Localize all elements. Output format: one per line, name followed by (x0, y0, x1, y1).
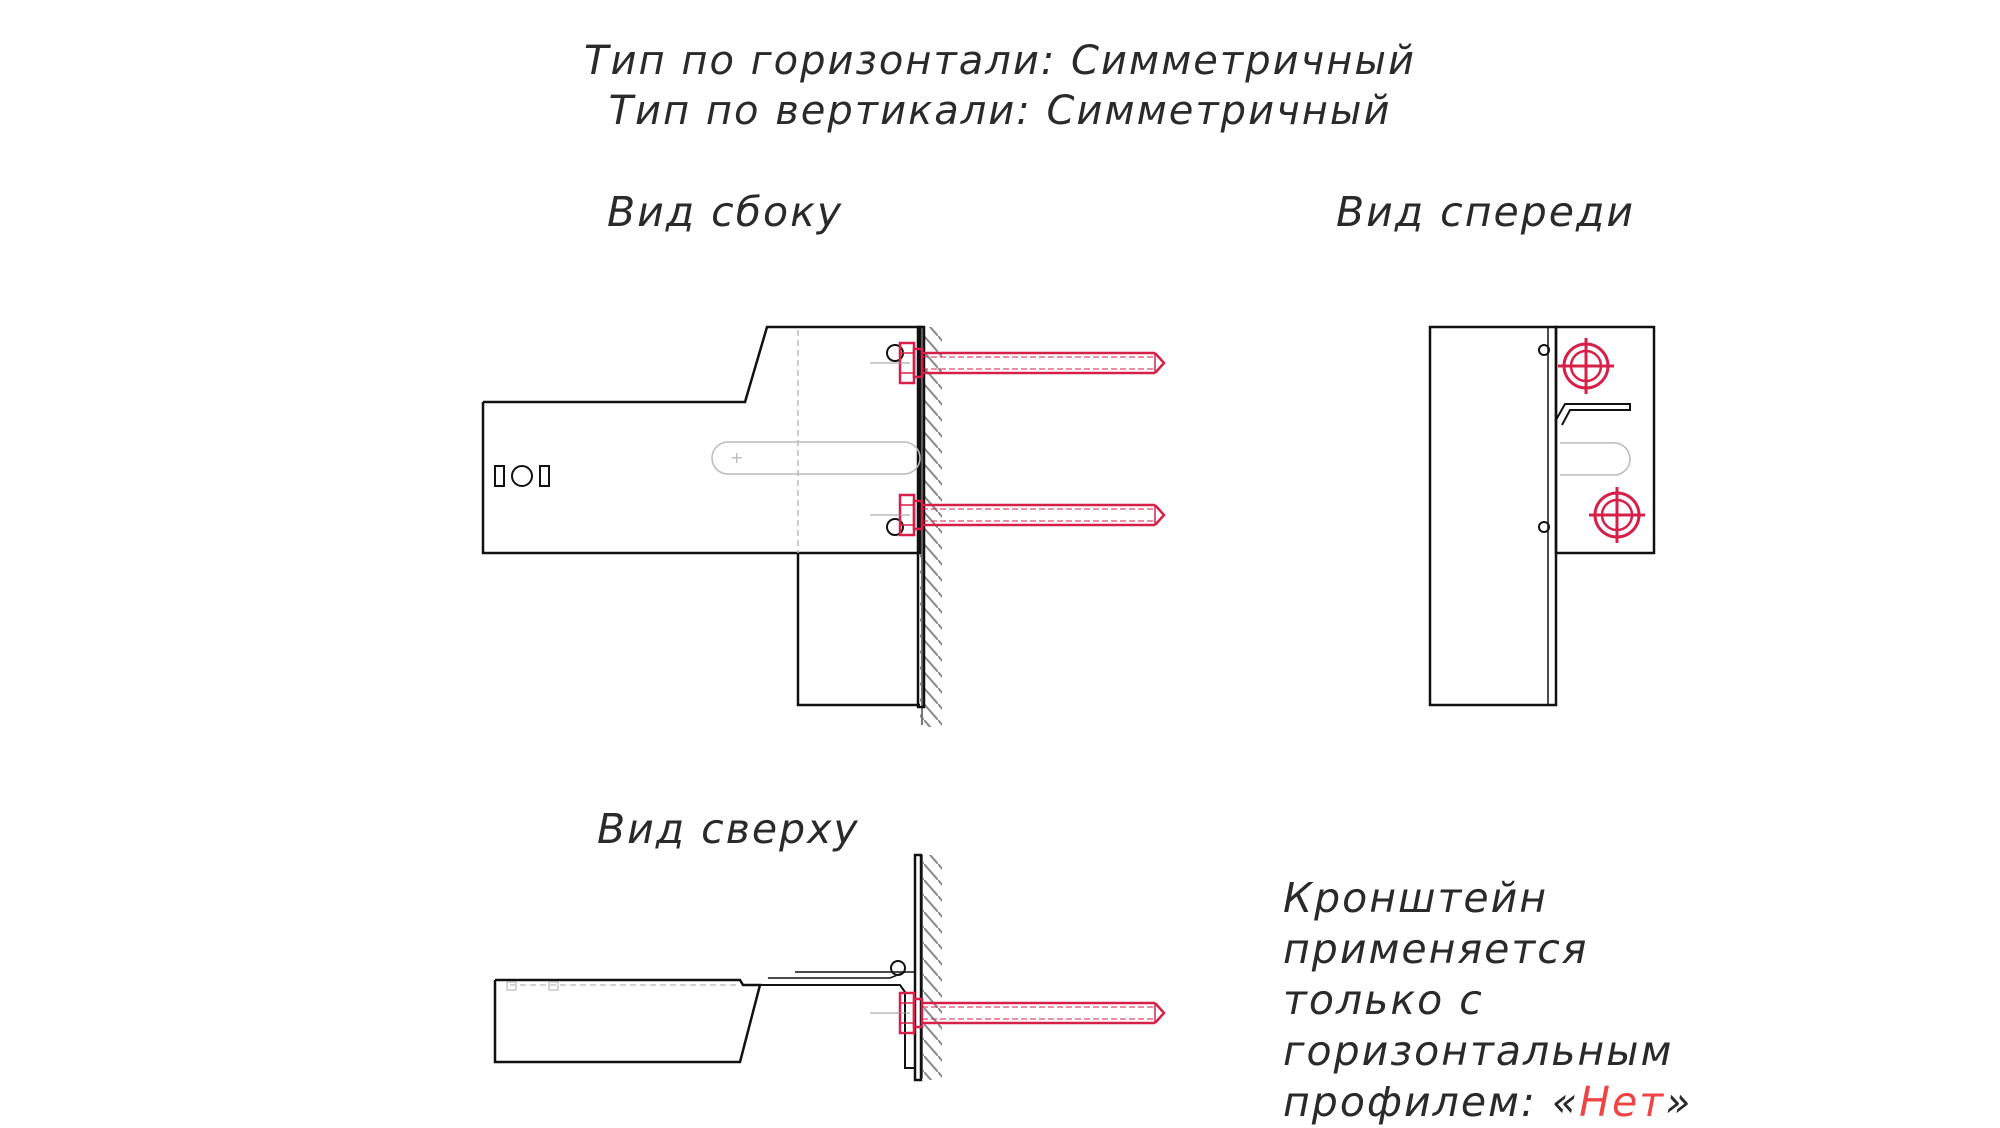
top-hidden-square-2 (548, 981, 559, 991)
top-rivet (890, 960, 906, 976)
front-rivet-top (1538, 344, 1550, 356)
side-symbol-left (494, 465, 505, 487)
side-bracket-body (481, 325, 922, 555)
top-wall-hatch (920, 855, 942, 1080)
horizontal-type-label: Тип по горизонтали: Симметричный (584, 38, 1416, 84)
front-view (1428, 325, 1656, 707)
top-view (493, 853, 1166, 1082)
front-bolt-bottom (1587, 485, 1647, 545)
side-slot (711, 441, 921, 475)
top-bracket-body (493, 978, 762, 1064)
front-mount-plate (1554, 325, 1656, 555)
side-rivet-bottom (886, 518, 904, 536)
front-view-title: Вид спереди (1336, 188, 1635, 236)
profile-value: Нет (1579, 1078, 1666, 1126)
top-view-title: Вид сверху (597, 805, 860, 853)
front-slot (1560, 442, 1631, 476)
front-bracket-body (1428, 325, 1558, 707)
note-line-3: профилем: «Нет» (1283, 1077, 1843, 1128)
side-anchor-screw-bottom (868, 493, 1166, 537)
front-rivet-bottom (1538, 521, 1550, 533)
side-anchor-screw-top (868, 341, 1166, 385)
side-symbol-circle (511, 465, 533, 487)
vertical-type-label: Тип по вертикали: Симметричный (608, 88, 1392, 134)
bracket-note: Кронштейн применяется только с горизонта… (1283, 873, 1843, 1128)
top-anchor-screw (868, 991, 1166, 1035)
side-bracket-leg (796, 553, 920, 707)
note-line-3-prefix: профилем: « (1283, 1078, 1580, 1126)
top-hidden-square-1 (506, 981, 517, 991)
note-line-2: только с горизонтальным (1283, 976, 1674, 1075)
side-view: + (481, 325, 1166, 727)
note-line-3-suffix: » (1665, 1078, 1693, 1126)
note-line-1: Кронштейн применяется (1283, 874, 1589, 973)
front-bolt-top (1556, 336, 1616, 396)
side-symbol-right (539, 465, 550, 487)
side-view-title: Вид сбоку (607, 188, 844, 236)
side-wall-hatch (920, 327, 942, 727)
front-flange (1555, 403, 1631, 426)
top-bracket-plate (913, 853, 923, 1082)
side-slot-marker: + (730, 448, 743, 467)
top-l-profile (760, 984, 915, 1069)
